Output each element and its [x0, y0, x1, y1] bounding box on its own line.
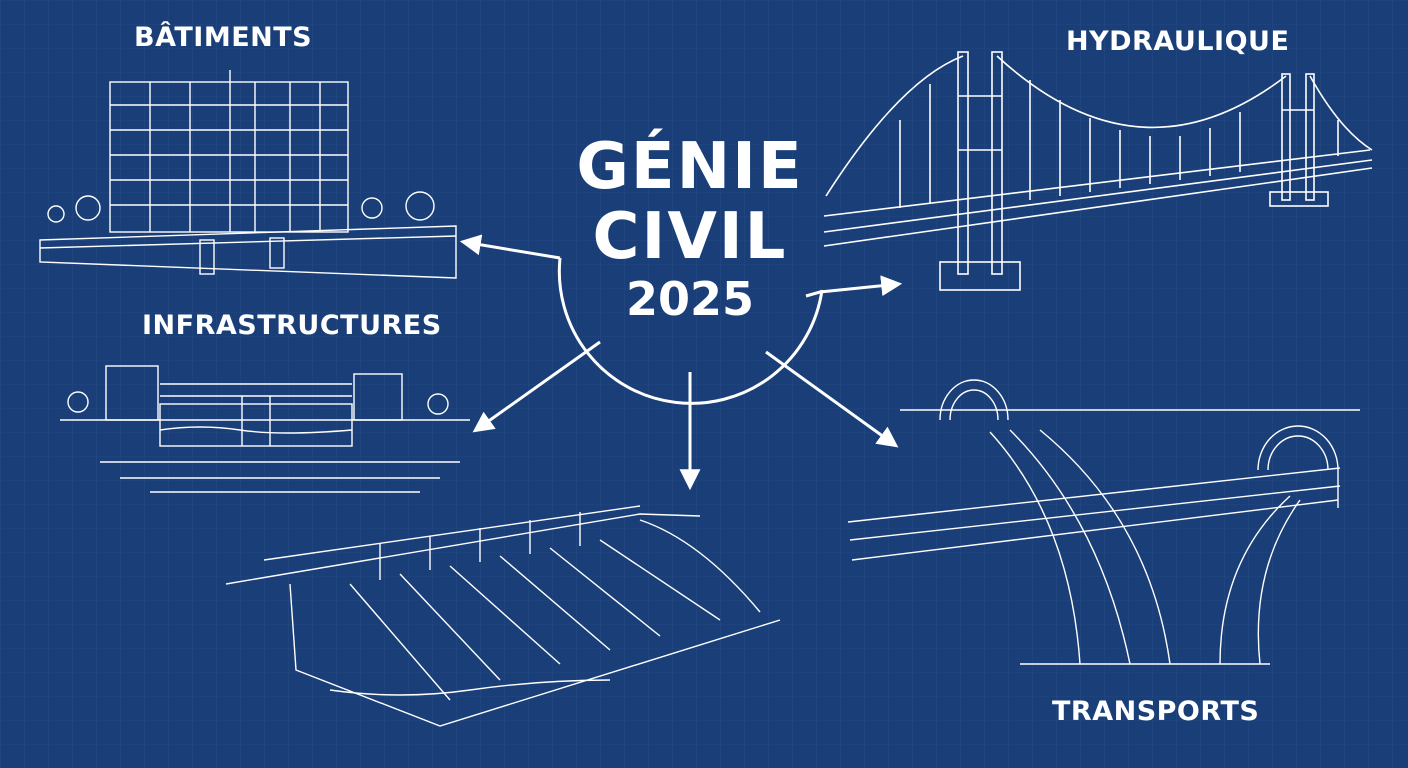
dam-illustration — [225, 505, 781, 727]
connector-arrows — [459, 234, 903, 491]
highway-illustration — [847, 379, 1360, 665]
center-title-line2: CIVIL — [592, 200, 788, 274]
arrow-to-transports — [765, 350, 899, 448]
branch-label-infrastructures: INFRASTRUCTURES — [142, 310, 442, 341]
bridge-illustration — [823, 51, 1373, 291]
center-hub-arc — [557, 257, 824, 405]
lock-illustration — [60, 365, 470, 493]
center-title-year: 2025 — [625, 272, 755, 326]
arrow-to-hydraulique — [805, 275, 903, 298]
branch-label-transports: TRANSPORTS — [1052, 696, 1260, 727]
arrow-to-batiments — [459, 234, 561, 260]
arrow-to-infrastructures — [472, 340, 601, 433]
branch-label-hydraulique: HYDRAULIQUE — [1066, 26, 1290, 57]
building-illustration — [39, 70, 457, 279]
center-title-line1: GÉNIE — [576, 130, 804, 204]
branch-label-batiments: BÂTIMENTS — [134, 22, 313, 53]
